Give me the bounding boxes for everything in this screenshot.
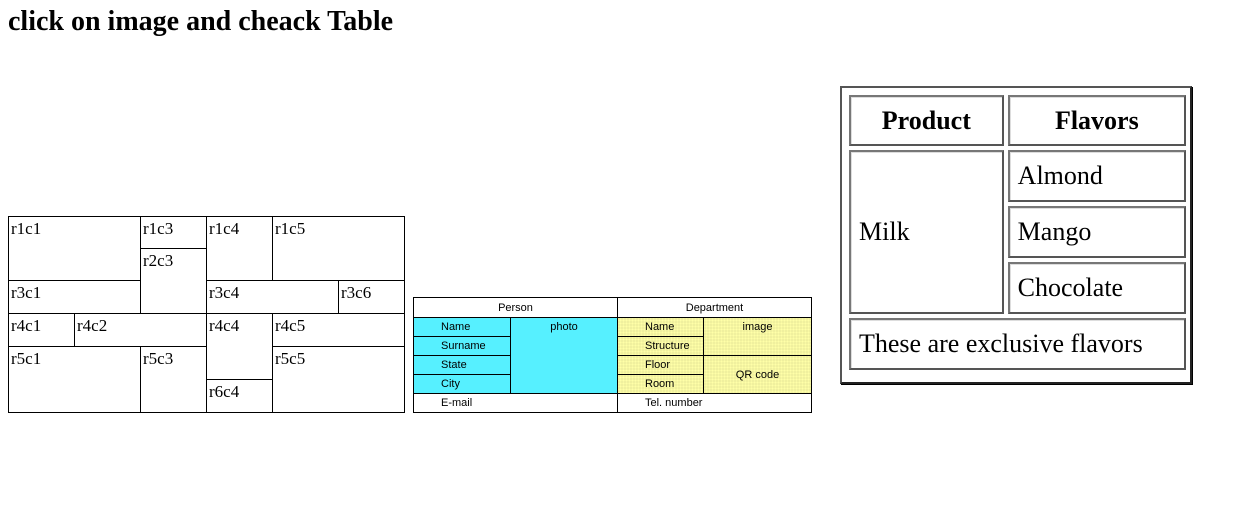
department-name-field: Name bbox=[617, 317, 704, 337]
cell-r1c1: r1c1 bbox=[8, 216, 141, 281]
person-surname-field: Surname bbox=[413, 336, 511, 356]
department-header: Department bbox=[617, 297, 812, 318]
cell-r4c4: r4c4 bbox=[206, 313, 273, 380]
product-header: Product bbox=[849, 95, 1004, 146]
person-email-field: E-mail bbox=[413, 393, 618, 413]
cell-r1c3: r1c3 bbox=[140, 216, 207, 249]
cell-r6c4: r6c4 bbox=[206, 379, 273, 413]
cell-r1c4: r1c4 bbox=[206, 216, 273, 281]
department-structure-field: Structure bbox=[617, 336, 704, 356]
flavors-footer: These are exclusive flavors bbox=[849, 318, 1186, 370]
flavor-cell: Almond bbox=[1007, 150, 1186, 202]
cell-r5c5: r5c5 bbox=[272, 346, 405, 413]
person-photo[interactable]: photo bbox=[510, 317, 618, 394]
cell-r5c1: r5c1 bbox=[8, 346, 141, 413]
department-tel-field: Tel. number bbox=[617, 393, 812, 413]
cell-r3c1: r3c1 bbox=[8, 280, 141, 314]
flavors-table: Product Flavors Milk Almond Mango Chocol… bbox=[845, 91, 1190, 374]
person-state-field: State bbox=[413, 355, 511, 375]
flavors-table-frame: Product Flavors Milk Almond Mango Chocol… bbox=[840, 86, 1192, 384]
department-floor-field: Floor bbox=[617, 355, 704, 375]
department-qr-code[interactable]: QR code bbox=[703, 355, 812, 394]
flavor-cell: Chocolate bbox=[1007, 262, 1186, 314]
cell-r4c2: r4c2 bbox=[74, 313, 207, 347]
cell-r4c5: r4c5 bbox=[272, 313, 405, 347]
person-city-field: City bbox=[413, 374, 511, 394]
cell-r1c5: r1c5 bbox=[272, 216, 405, 281]
cell-r5c3: r5c3 bbox=[140, 346, 207, 413]
cell-r3c6: r3c6 bbox=[338, 280, 405, 314]
department-room-field: Room bbox=[617, 374, 704, 394]
cell-r3c4: r3c4 bbox=[206, 280, 339, 314]
cell-r4c1: r4c1 bbox=[8, 313, 75, 347]
person-header: Person bbox=[413, 297, 618, 318]
page-title: click on image and cheack Table bbox=[8, 6, 394, 37]
department-image[interactable]: image bbox=[703, 317, 812, 356]
cell-r2c3: r2c3 bbox=[140, 248, 207, 314]
flavors-header: Flavors bbox=[1007, 95, 1186, 146]
person-department-table: Person Department Name photo Name image … bbox=[413, 297, 812, 413]
person-name-field: Name bbox=[413, 317, 511, 337]
product-cell: Milk bbox=[849, 150, 1004, 314]
flavor-cell: Mango bbox=[1007, 206, 1186, 258]
grid-table: r1c1 r1c3 r1c4 r1c5 r2c3 r3c1 r3c4 r3c6 … bbox=[8, 216, 405, 413]
